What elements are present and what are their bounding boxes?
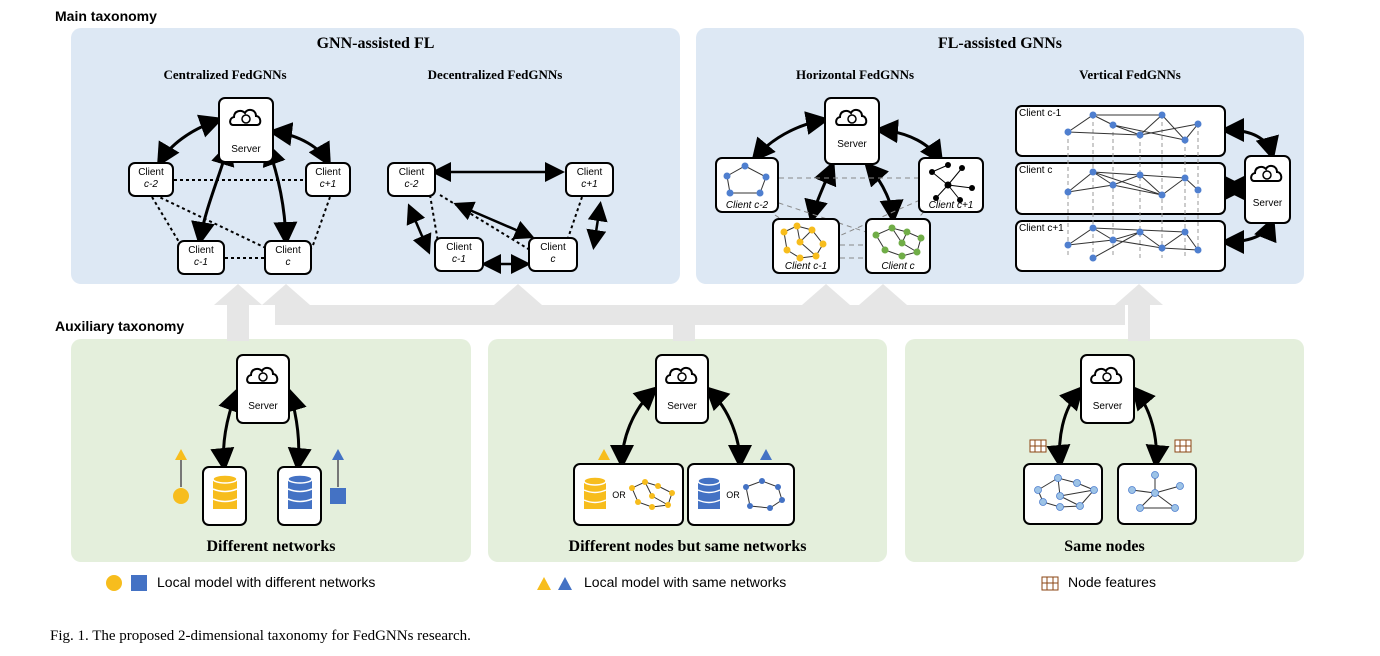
horizontal-client-c+1 [918,157,984,213]
database-icon [212,474,238,509]
vertical-server-box [1244,155,1291,224]
client-label: Client [398,167,425,178]
yellow-circle-icon [106,575,122,591]
vertical-client-c-1 [1015,105,1226,157]
aux1-server-box [236,354,290,424]
vertical-client-c+1 [1015,220,1226,272]
yellow-circle-icon [173,488,189,504]
node-features-icon [1029,439,1047,453]
legend-same-networks: Local model with same networks [584,574,787,590]
aux3-server-box [1080,354,1135,424]
client-label: Client c [1019,165,1053,176]
legend-different-networks: Local model with different networks [157,574,376,590]
centralized-fedgnns-title: Centralized FedGNNs [163,67,287,82]
database-icon [287,474,313,509]
client-label: Client c-2 [725,200,769,211]
decentralized-fedgnns-title: Decentralized FedGNNs [427,67,563,82]
yellow-triangle-icon [598,449,610,460]
client-index: c-2 [144,179,158,190]
decentralized-client-c+1 [565,162,614,197]
horizontal-client-c [865,218,931,274]
client-label: Client c+1 [928,200,974,211]
aux2-yellow-client-box [573,463,684,526]
server-label: Server [837,139,867,150]
client-label: Client c+1 [1019,223,1064,234]
horizontal-server-box [824,97,880,165]
different-nodes-label: Different nodes but same networks [568,538,807,555]
legend-node-features: Node features [1068,574,1156,590]
client-label: Client [275,245,301,256]
fl-assisted-gnns-title: FL-assisted GNNs [937,35,1062,52]
yellow-triangle-icon [537,577,551,590]
blue-triangle-icon [558,577,572,590]
client-index: c [550,254,556,265]
same-nodes-label: Same nodes [1064,538,1145,555]
horizontal-fedgnns-title: Horizontal FedGNNs [795,67,915,82]
client-index: c-1 [194,257,208,268]
server-label: Server [231,144,261,155]
client-index: c-1 [452,254,466,265]
node-features-icon [1041,576,1059,591]
client-label: Client [576,167,603,178]
or-label: OR [612,490,626,500]
centralized-server-box [218,97,274,163]
decentralized-client-c [528,237,578,272]
yellow-triangle-icon [175,449,187,460]
client-label: Client c-1 [784,261,828,272]
blue-triangle-icon [760,449,772,460]
main-taxonomy-label: Main taxonomy [55,8,157,24]
figure-caption: Fig. 1. The proposed 2-dimensional taxon… [50,628,471,644]
database-icon [697,476,721,509]
different-networks-label: Different networks [206,538,336,555]
client-index: c+1 [581,179,598,190]
centralized-client-c-1 [177,240,225,275]
server-label: Server [667,401,697,412]
client-index: c+1 [319,179,337,190]
server-label: Server [1092,401,1123,412]
client-index: c [285,257,291,268]
or-label: OR [726,490,740,500]
vertical-client-c [1015,162,1226,215]
blue-triangle-icon [332,449,344,460]
client-label: Client [315,167,341,178]
aux2-server-box [655,354,709,424]
centralized-client-c+1 [305,162,351,197]
database-icon [583,476,607,509]
client-label: Client [446,242,472,253]
centralized-client-c [264,240,312,275]
gnn-assisted-fl-title: GNN-assisted FL [316,35,435,52]
client-label: Client [138,167,164,178]
client-label: Client [188,245,214,256]
vertical-fedgnns-title: Vertical FedGNNs [1079,67,1181,82]
client-label: Client c [881,261,915,272]
decentralized-client-c-1 [434,237,484,272]
client-label: Client [540,242,566,253]
server-label: Server [1252,198,1283,209]
node-features-icon [1174,439,1192,453]
centralized-client-c-2 [128,162,174,197]
server-label: Server [248,401,278,412]
auxiliary-taxonomy-label: Auxiliary taxonomy [55,318,185,334]
blue-square-icon [131,575,147,591]
client-label: Client c-1 [1019,108,1062,119]
decentralized-client-c-2 [387,162,436,197]
horizontal-client-c-1 [772,218,840,274]
client-index: c-2 [404,179,419,190]
blue-square-icon [330,488,346,504]
